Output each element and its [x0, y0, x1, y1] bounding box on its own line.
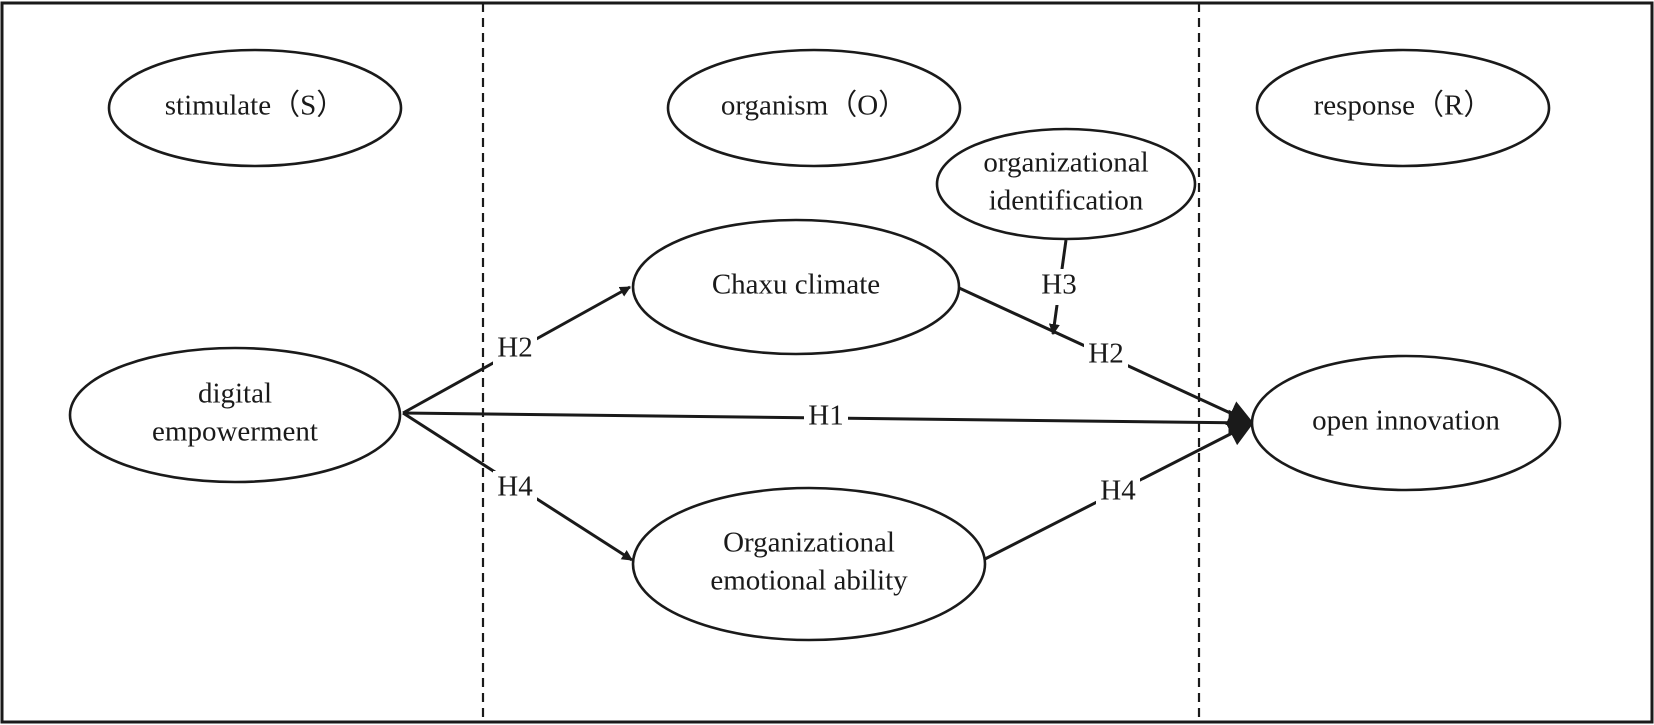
node-label: empowerment [152, 416, 318, 448]
node-ellipse [68, 346, 402, 484]
edge-digital-to-open: H1 [402, 400, 1255, 436]
edge-identification-to-e-h2b: H3 [1037, 239, 1081, 336]
node-label: organizational [983, 147, 1148, 179]
node-ellipse [935, 127, 1197, 241]
node-organism: organism（O） [666, 48, 962, 168]
node-label: emotional ability [710, 565, 908, 597]
node-ellipse [1250, 354, 1562, 492]
edge-label: H4 [497, 471, 533, 503]
node-ellipse [1255, 48, 1551, 168]
node-ellipse [631, 486, 987, 642]
node-response: response（R） [1255, 48, 1551, 168]
node-ellipse [107, 48, 403, 168]
edge-digital-to-chaxu: H2 [402, 285, 631, 415]
node-open: open innovation [1250, 354, 1562, 492]
edge-digital-to-emotional: H4 [402, 411, 633, 562]
node-chaxu: Chaxu climate [631, 218, 961, 356]
edge-label-background [804, 400, 848, 436]
node-label: identification [989, 185, 1144, 217]
edge-label: H2 [497, 332, 532, 364]
edge-chaxu-to-open: H2 [956, 285, 1255, 426]
node-emotional: Organizational emotional ability [631, 486, 987, 642]
edge-emotional-to-open: H4 [982, 421, 1255, 562]
node-identification: organizational identification [935, 127, 1197, 241]
node-digital: digital empowerment [68, 346, 402, 484]
edge-label-background [1084, 338, 1128, 374]
edge-label: H3 [1041, 269, 1076, 301]
edge-label: H2 [1088, 338, 1123, 370]
edge-label-background [1096, 475, 1140, 511]
node-label: response（R） [1314, 90, 1493, 122]
node-label: organism（O） [721, 90, 907, 122]
node-ellipse [631, 218, 961, 356]
node-label: Organizational [723, 527, 895, 559]
node-stimulate: stimulate（S） [107, 48, 403, 168]
edge-label: H4 [1100, 475, 1136, 507]
node-ellipse [666, 48, 962, 168]
node-label: stimulate（S） [165, 90, 345, 122]
edge-label-background [493, 332, 537, 368]
node-label: digital [198, 378, 272, 410]
node-label: open innovation [1312, 405, 1500, 437]
node-label: Chaxu climate [712, 269, 880, 301]
edge-label: H1 [808, 400, 843, 432]
edge-label-background [493, 471, 537, 507]
edge-label-background [1037, 269, 1081, 305]
node-layer: stimulate（S） organism（O） response（R） organi… [68, 48, 1562, 642]
